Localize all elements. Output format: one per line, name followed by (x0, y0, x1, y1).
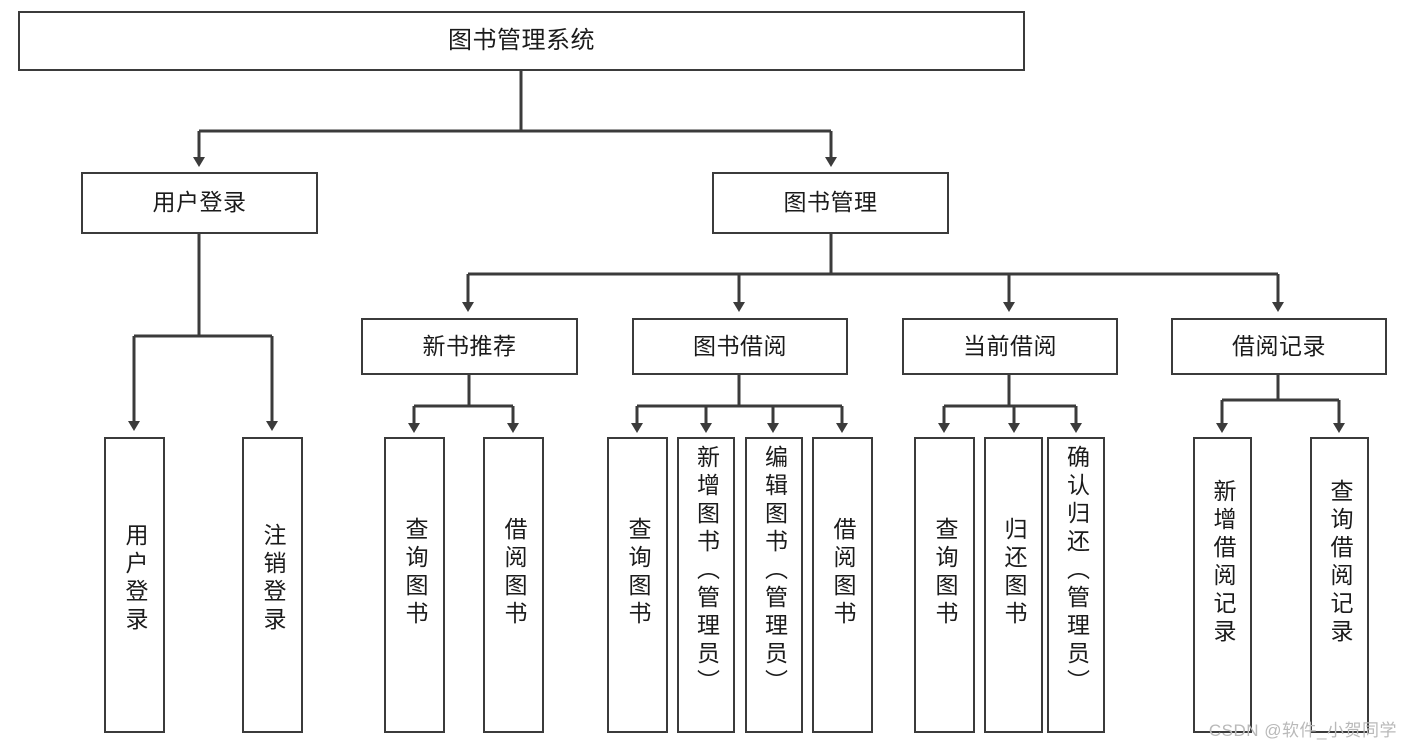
leaf-current-confirm-return-admin[interactable]: 确认归还（管理员） (1047, 437, 1105, 733)
node-label: 借阅图书 (830, 517, 856, 629)
leaf-records-add-record[interactable]: 新增借阅记录 (1193, 437, 1252, 733)
node-label: 图书管理 (783, 189, 878, 216)
node-label: 借阅记录 (1232, 332, 1326, 359)
node-label: 查询图书 (402, 517, 428, 629)
node-label: 图书管理系统 (448, 26, 595, 54)
node-book-management[interactable]: 图书管理 (712, 172, 949, 234)
node-label: 新书推荐 (422, 332, 517, 359)
leaf-borrow-add-book-admin[interactable]: 新增图书（管理员） (677, 437, 735, 733)
leaf-user-login-signout[interactable]: 注销登录 (242, 437, 303, 733)
leaf-user-login-signin[interactable]: 用户登录 (104, 437, 165, 733)
leaf-new-book-query[interactable]: 查询图书 (384, 437, 445, 733)
leaf-current-query-book[interactable]: 查询图书 (914, 437, 975, 733)
csdn-watermark: CSDN @软件_小贺同学 (1208, 721, 1397, 740)
leaf-borrow-query-book[interactable]: 查询图书 (607, 437, 668, 733)
node-label: 查询借阅记录 (1327, 479, 1353, 647)
leaf-borrow-borrow-book[interactable]: 借阅图书 (812, 437, 873, 733)
node-label: 确认归还（管理员） (1063, 445, 1090, 697)
node-label: 新增借阅记录 (1210, 479, 1236, 647)
node-label: 查询图书 (625, 517, 651, 629)
leaf-current-return-book[interactable]: 归还图书 (984, 437, 1043, 733)
node-label: 图书借阅 (693, 332, 787, 359)
leaf-new-book-borrow[interactable]: 借阅图书 (483, 437, 544, 733)
node-user-login[interactable]: 用户登录 (81, 172, 318, 234)
node-label: 用户登录 (122, 523, 148, 635)
node-book-borrow[interactable]: 图书借阅 (632, 318, 848, 375)
node-label: 归还图书 (1001, 517, 1027, 629)
node-label: 注销登录 (260, 523, 286, 635)
node-current-borrow[interactable]: 当前借阅 (902, 318, 1118, 375)
node-root-system[interactable]: 图书管理系统 (18, 11, 1025, 71)
node-borrow-records[interactable]: 借阅记录 (1171, 318, 1387, 375)
node-new-book-recommend[interactable]: 新书推荐 (361, 318, 578, 375)
node-label: 新增图书（管理员） (693, 445, 720, 697)
node-label: 当前借阅 (963, 332, 1057, 359)
node-label: 用户登录 (152, 189, 247, 216)
node-label: 借阅图书 (501, 517, 527, 629)
node-label: 查询图书 (932, 517, 958, 629)
leaf-records-query-record[interactable]: 查询借阅记录 (1310, 437, 1369, 733)
leaf-borrow-edit-book-admin[interactable]: 编辑图书（管理员） (745, 437, 803, 733)
node-label: 编辑图书（管理员） (761, 445, 788, 697)
